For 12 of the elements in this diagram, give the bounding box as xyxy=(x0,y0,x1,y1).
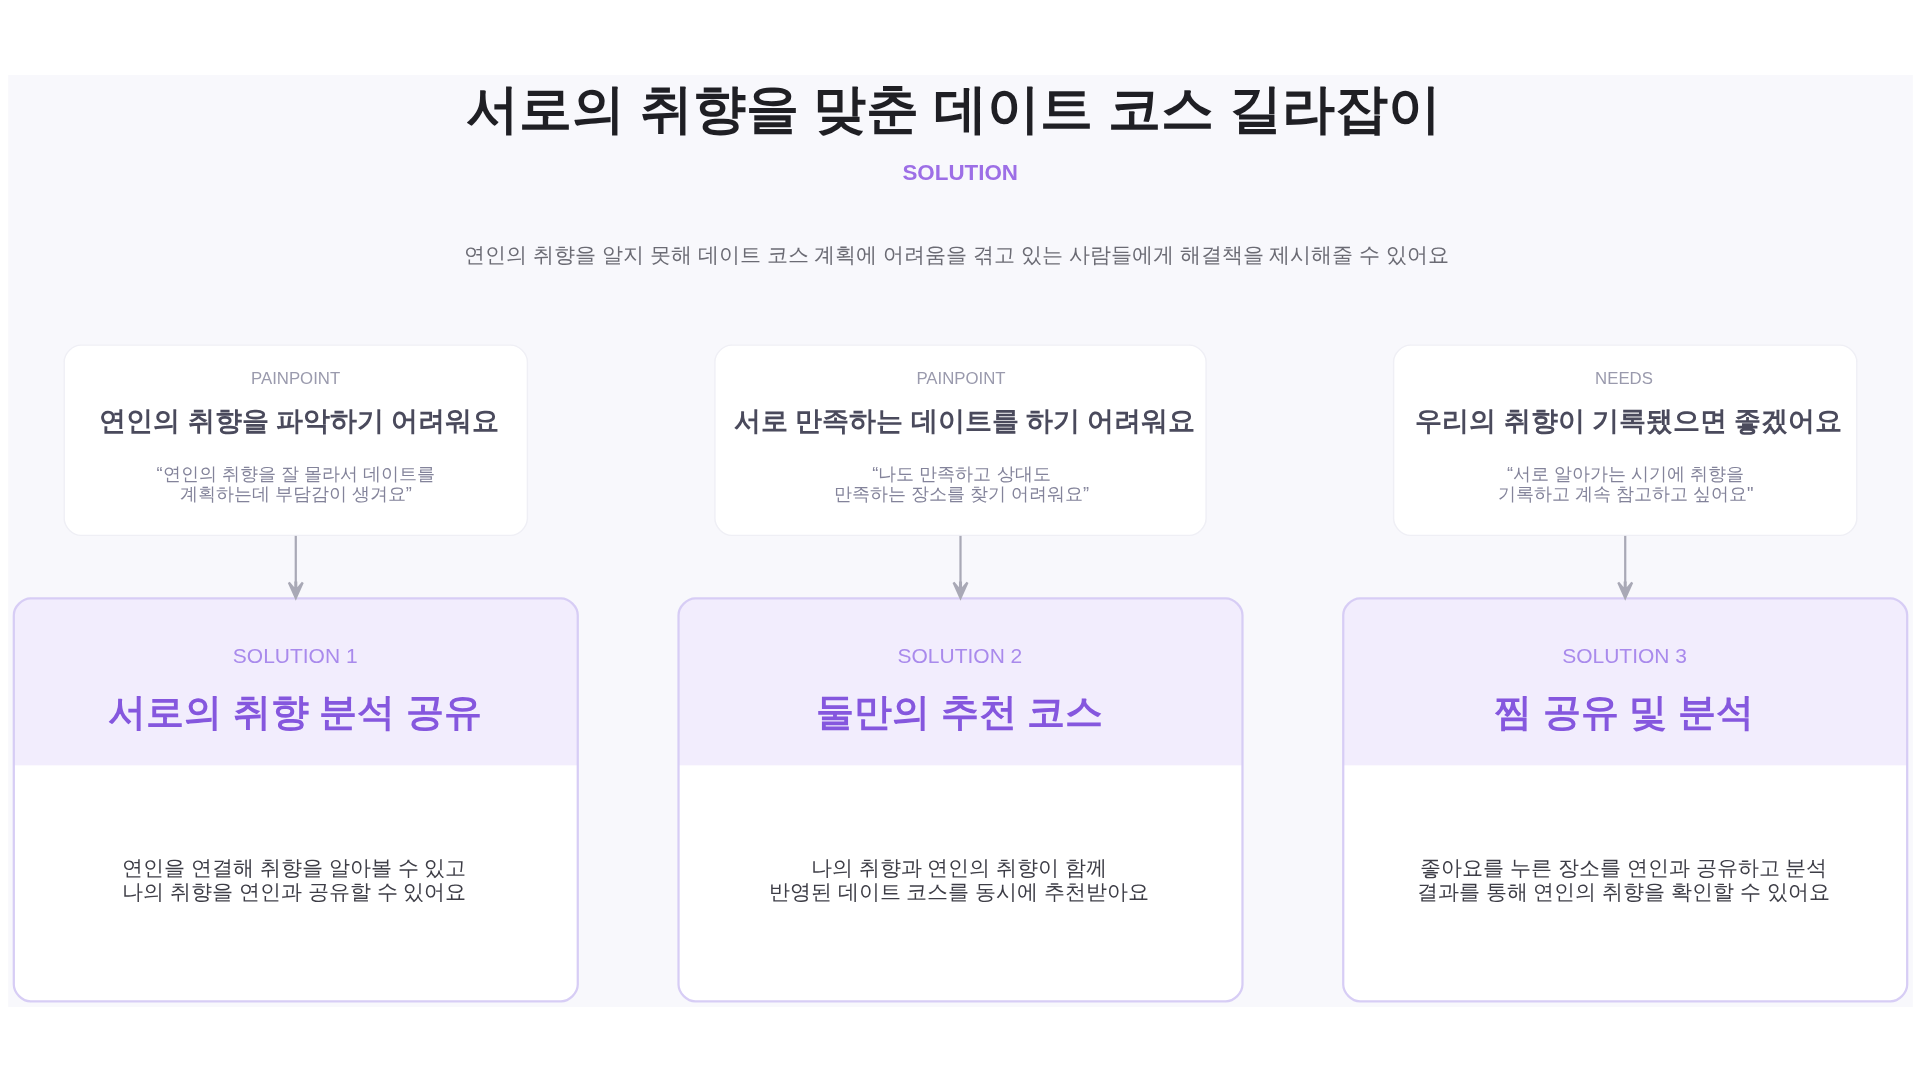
arrow xyxy=(287,535,304,599)
node-box: SOLUTION 1 서로의 취향 분석 공유 연인을 연결해 취향을 알아볼 수 있고 나의 취향을 연인과 공유할 수 있어요 xyxy=(12,596,579,1002)
diagram-title: 서로의 취향을 맞춘 데이트 코스 길라잡이 xyxy=(465,78,1441,138)
node-box: PAINPOINT 서로 만족하는 데이트를 하기 어려워요 “나도 만족하고 상대도 만족하는 장소를 찾기 어려워요” xyxy=(714,343,1207,536)
node-box: PAINPOINT 연인의 취향을 파악하기 어려워요 “연인의 취향을 잘 몰라서 데이트를 계획하는데 부담감이 생겨요” xyxy=(63,343,529,536)
node-box: NEEDS 우리의 취향이 기록됐으면 좋겠어요 “서로 알아가는 시기에 취향을 기록하고 계속 참고하고 싶어요" xyxy=(1392,343,1858,536)
arrow xyxy=(952,535,969,599)
label: SOLUTION xyxy=(902,159,1019,185)
arrow xyxy=(1617,535,1634,599)
node-box: SOLUTION 3 찜 공유 및 분석 좋아요를 누른 장소를 연인과 공유하고 분석 결과를 통해 연인의 취향을 확인할 수 있어요 xyxy=(1342,596,1909,1002)
node-box: SOLUTION 2 둘만의 추천 코스 나의 취향과 연인의 취향이 함께 반영된 데이트 코스를 동시에 추천받아요 xyxy=(677,596,1244,1002)
label: 연인의 취향을 알지 못해 데이트 코스 계획에 어려움을 겪고 있는 사람들에게 해결책을 제시해줄 수 있어요 xyxy=(464,242,1450,266)
